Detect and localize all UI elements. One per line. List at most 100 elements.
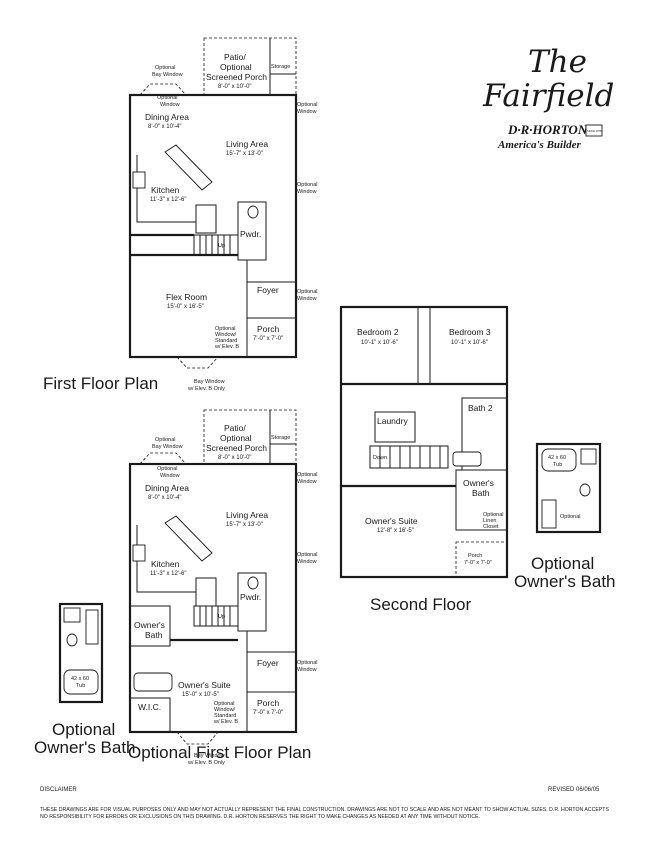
stairs (193, 234, 239, 256)
stair-treads (199, 235, 231, 255)
opt-powder-toilet (247, 576, 259, 590)
brand-tagline: America's Builder (497, 139, 582, 151)
dining-dim: 8'-0" x 10'-4" (148, 124, 182, 130)
opt-tub (133, 672, 173, 692)
legal-line-2: NO RESPONSIBILITY FOR ERRORS OR EXCLUSIO… (40, 814, 480, 820)
opt-living-dim: 15'-7" x 13'-0" (226, 522, 263, 528)
flex-label: Flex Room (166, 292, 207, 302)
opt-bay-window-label-2: Bay Window (152, 72, 183, 78)
bay-window-label-2: w/ Elev. B Only (187, 386, 225, 392)
foyer-label: Foyer (257, 285, 279, 295)
opt-porch-dim: 7'-0" x 7'-0" (253, 710, 283, 716)
opt-window-label: Optional (157, 95, 178, 101)
opt-window-right-2b: Window (297, 189, 317, 195)
opt-bay-window-b-label: Bay Window (194, 753, 225, 759)
opt-linen-1: Optional (483, 512, 504, 518)
opt-std-window-2: Window/ (215, 332, 237, 338)
opt-bath-left-title-2: Owner's Bath (34, 738, 136, 757)
second-floor-outline (339, 305, 509, 579)
opt-linen-2: Linen (483, 518, 496, 524)
opt-std-window-a: Optional (214, 701, 235, 707)
opt-kitchen-island (164, 515, 213, 562)
bay-window-label: Bay Window (194, 379, 225, 385)
opt-stove (132, 544, 146, 562)
opt-first-floor-title: Optional First Floor Plan (128, 743, 311, 762)
kitchen-label: Kitchen (151, 185, 180, 195)
bedroom3-label: Bedroom 3 (449, 327, 491, 337)
powder-toilet (247, 205, 259, 219)
opt-bath-right-title-1: Optional (531, 554, 594, 573)
kitchen-island (164, 144, 213, 191)
opt-bath-right-outline (535, 442, 602, 534)
second-owners-bath (455, 469, 508, 531)
opt-bath-right-vanity (541, 499, 557, 529)
brand-name: D·R·HORTON (507, 122, 588, 137)
disclaimer-label: DISCLAIMER (40, 787, 77, 793)
opt-window-right-2: Optional (297, 182, 318, 188)
opt-bath-left-title-1: Optional (52, 720, 115, 739)
opt-kitchen-dim: 11'-3" x 12'-6" (150, 571, 186, 577)
title-line2: Fairfield (482, 78, 614, 114)
opt-porch-label: Porch (257, 698, 279, 708)
laundry-label: Laundry (377, 416, 408, 426)
opt-bath-left-outline (58, 602, 104, 704)
opt-living-label: Living Area (226, 510, 268, 520)
opt-foyer-label: Foyer (257, 658, 279, 668)
opt2-bay-window-label-2: Bay Window (152, 444, 183, 450)
opt2-window-right-2b: Window (297, 559, 317, 565)
down-label: Down (373, 455, 387, 461)
brand-block: The Fairfield D·R·HORTON SINCE 1978 Amer… (482, 44, 614, 151)
second-floor-plan: Bedroom 2 10'-1" x 10'-6" Bedroom 3 10'-… (339, 305, 509, 614)
opt2-window-right-1b: Window (297, 479, 317, 485)
opt-window-label-2: Window (160, 102, 180, 108)
opt-linen-3: Closet (483, 524, 499, 530)
second-suite-label: Owner's Suite (365, 516, 418, 526)
brand-mark-box (585, 124, 603, 137)
opt-dining-dim: 8'-0" x 10'-4" (148, 495, 182, 501)
bedroom2-label: Bedroom 2 (357, 327, 399, 337)
opt-pwdr-label: Pwdr. (240, 592, 261, 602)
opt-bath-left-shower (63, 607, 81, 623)
opt-bath-left-toilet (66, 633, 78, 647)
second-suite-dim: 12'-8" x 16'-5" (377, 528, 414, 534)
opt-bath-left-vanity (85, 609, 99, 645)
opt-std-window-4: w/ Elev. B (214, 344, 239, 350)
opt-storage-label: Storage (271, 435, 290, 441)
patio-dim: 8'-0" x 10'-0" (218, 84, 252, 90)
optional-owners-bath-right: 42 x 60 Tub Optional Optional Owner's Ba… (514, 442, 616, 591)
second-stairs (369, 445, 449, 469)
opt-patio-dim: 8'-0" x 10'-0" (218, 455, 252, 461)
flex-dim: 15'-0" x 16'-5" (167, 304, 204, 310)
opt-up-label: Up (218, 614, 225, 620)
opt-owners-bath (129, 605, 171, 647)
second-porch-dim: 7'-0" x 7'-0" (464, 560, 492, 566)
opt-window-right-3: Optional (297, 289, 318, 295)
stove (132, 171, 146, 189)
opt2-window-label-2: Window (160, 473, 180, 479)
brand-mark: SINCE 1978 (587, 129, 602, 133)
opt2-window-right-3b: Window (297, 667, 317, 673)
dining-label: Dining Area (145, 112, 189, 122)
opt-wic-label: W.I.C. (138, 702, 161, 712)
opt-window-right-3b: Window (297, 296, 317, 302)
up-label: Up (218, 243, 225, 249)
legal-line-1: THESE DRAWINGS ARE FOR VISUAL PURPOSES O… (40, 807, 609, 813)
first-floor-title: First Floor Plan (43, 374, 158, 393)
opt-std-window-b: Window/ (214, 707, 236, 713)
opt-bath-right-linen: Optional (560, 514, 581, 520)
opt-std-window-3: Standard (215, 338, 237, 344)
second-porch-label: Porch (468, 553, 482, 559)
title-line1: The (528, 44, 587, 80)
opt-bath-right-tub-label-2: Tub (553, 462, 562, 468)
opt-window-right-1: Optional (297, 102, 318, 108)
opt-first-floor-outline (128, 462, 298, 734)
opt-bath-right-toilet (579, 483, 591, 497)
opt-std-window-c: Standard (214, 713, 236, 719)
opt-wic (129, 697, 171, 733)
opt2-bay-window (139, 452, 187, 465)
opt-pantry (195, 577, 217, 607)
powder-room (237, 201, 267, 261)
laundry (374, 411, 416, 443)
opt-powder-room (237, 572, 267, 632)
opt2-window-label: Optional (157, 466, 178, 472)
